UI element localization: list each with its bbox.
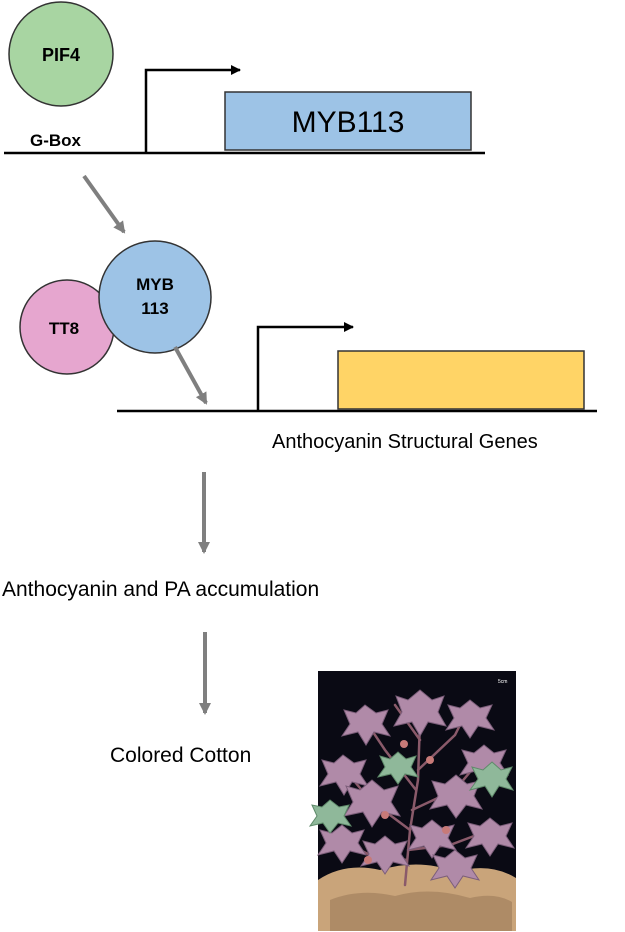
myb113-protein-label-line1: MYB [136, 275, 174, 294]
pif4-node [8, 1, 114, 107]
myb113-gene-box [224, 91, 472, 151]
myb113-gene-label: MYB113 [292, 106, 405, 139]
myb113-promoter-module: PIF4 G-Box MYB113 [4, 1, 485, 155]
outcome-label: Colored Cotton [110, 744, 251, 767]
myb113-protein-label-line2: 113 [141, 299, 168, 318]
expression-arrow [82, 174, 126, 234]
structural-gene-box [337, 350, 585, 410]
structural-tss-arrow [256, 322, 354, 411]
mbw-complex-module: TT8 MYB 113 Anthocyanin Structural Genes [19, 240, 597, 453]
photo-scale-mark: 5cm [498, 679, 507, 685]
binding-arrow [173, 346, 208, 405]
pif4-label: PIF4 [42, 45, 80, 65]
cotton-plant-photo: 5cm [308, 671, 516, 931]
accumulation-label: Anthocyanin and PA accumulation [2, 578, 319, 601]
structural-genes-label: Anthocyanin Structural Genes [272, 431, 538, 453]
myb113-protein-node [98, 240, 212, 354]
tt8-label: TT8 [49, 319, 79, 338]
myb113-tss-arrow [144, 65, 241, 153]
gbox-label: G-Box [30, 131, 82, 150]
